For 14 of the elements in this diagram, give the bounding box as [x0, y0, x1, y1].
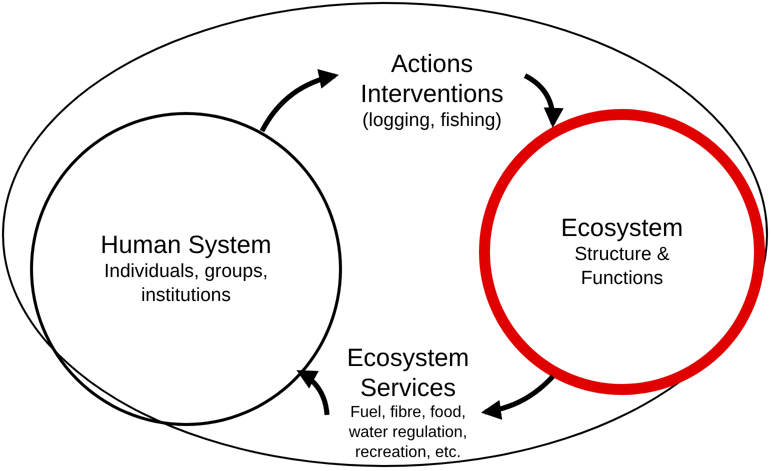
heading: Actions Interventions: [359, 49, 505, 109]
outer-ellipse: [2, 2, 768, 467]
curved-arrow: [481, 374, 555, 420]
description: Individuals, groups, institutions: [103, 260, 269, 308]
circle: [30, 112, 342, 426]
description: Structure & Functions: [573, 243, 671, 291]
description: (logging, fishing): [361, 109, 503, 133]
heading: Human System: [100, 230, 272, 260]
heading: Ecosystem Services: [346, 343, 470, 403]
curved-arrow: [524, 73, 564, 128]
heading: Ecosystem: [560, 213, 684, 243]
curved-arrow: [260, 70, 339, 132]
description: Fuel, fibre, food, water regulation, recreation, etc.: [348, 403, 468, 463]
curved-arrow: [296, 370, 330, 416]
